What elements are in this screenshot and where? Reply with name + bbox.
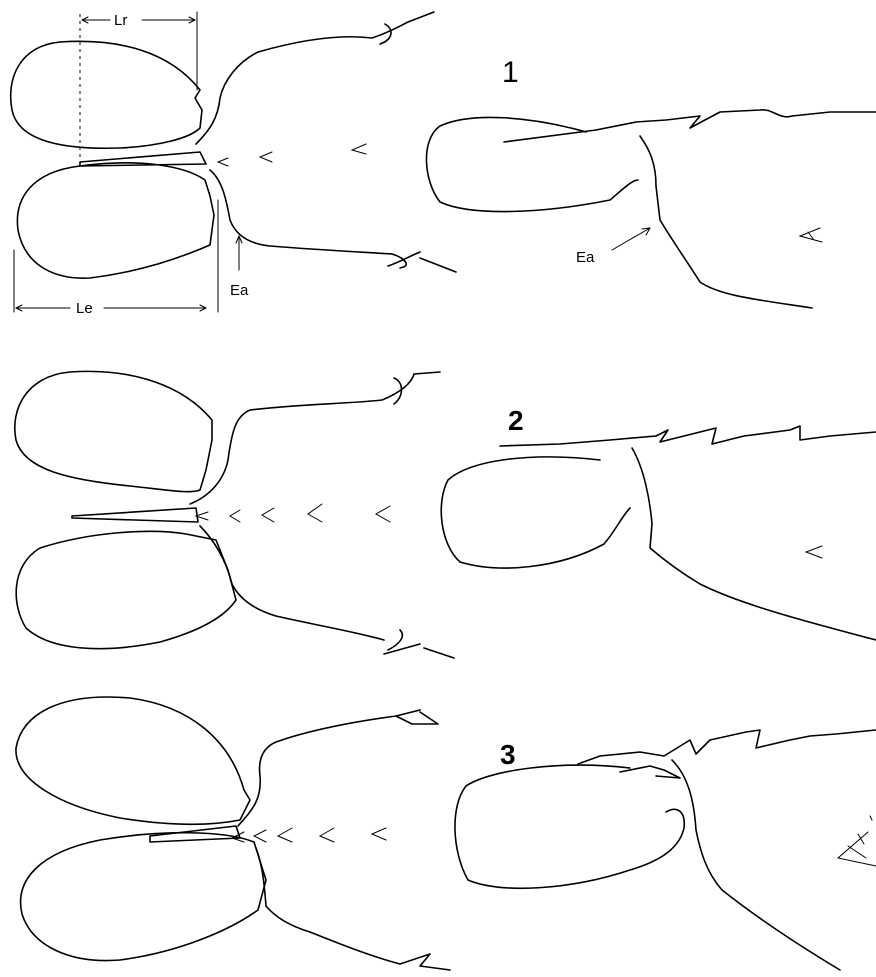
side-flow-arrow	[838, 816, 876, 866]
side-upper-streak	[500, 426, 876, 446]
side-flow-arrow	[806, 546, 822, 558]
upper-lobe-outline	[15, 371, 212, 491]
upper-wake-line	[238, 710, 438, 826]
flow-arrow	[308, 504, 322, 522]
upper-wake-line	[190, 372, 440, 504]
flow-arrow	[278, 828, 292, 842]
lower-lobe-outline	[21, 833, 266, 961]
side-tail-line	[640, 136, 812, 308]
panel-2: 2	[15, 371, 876, 658]
upper-wake-line	[196, 12, 434, 144]
panel-number-3: 3	[500, 739, 516, 770]
panel-number-2: 2	[508, 405, 524, 436]
panel-number-1: 1	[502, 56, 519, 89]
ea-side-label: Ea	[576, 249, 595, 266]
flow-arrow	[320, 828, 334, 842]
side-body-outline	[455, 765, 684, 888]
lr-label: Lr	[114, 12, 127, 29]
flow-arrow	[352, 144, 366, 154]
upper-lobe-outline	[11, 41, 202, 148]
side-tail-line	[672, 760, 840, 970]
side-body-outline	[426, 117, 638, 211]
flow-arrow	[372, 828, 386, 840]
flow-arrow	[376, 506, 390, 522]
panel-3: 3	[16, 697, 876, 970]
side-body-outline	[441, 457, 630, 568]
side-upper-streak	[578, 730, 876, 778]
lower-wake-line	[210, 170, 456, 272]
lower-wake-line	[256, 848, 450, 970]
lower-lobe-outline	[17, 163, 214, 278]
flow-arrow	[260, 152, 272, 162]
lower-lobe-outline	[16, 531, 236, 648]
central-jet	[150, 826, 240, 842]
ea-side-arrow	[612, 228, 650, 250]
upper-lobe-outline	[16, 697, 250, 824]
flow-arrow	[254, 830, 266, 842]
flow-arrow	[218, 158, 228, 166]
side-flow-arrow	[800, 228, 822, 242]
lower-wake-line	[200, 526, 454, 658]
flow-arrow	[262, 508, 274, 522]
central-jet	[72, 508, 198, 522]
le-label: Le	[76, 300, 93, 317]
side-tail-line	[632, 448, 876, 640]
panel-1: Lr Le Ea 1 Ea	[11, 12, 876, 317]
ea-top-label: Ea	[230, 282, 249, 299]
flow-arrow	[230, 510, 240, 522]
